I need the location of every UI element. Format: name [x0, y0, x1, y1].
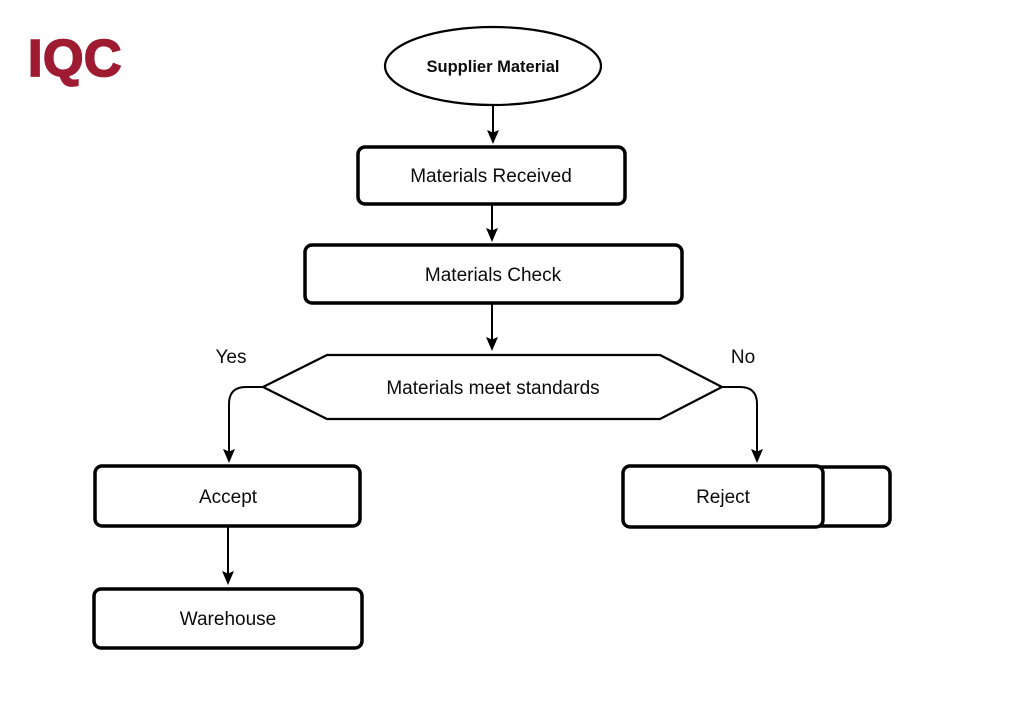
edge-decision-to-accept [223, 386, 263, 463]
materials-received-label: Materials Received [410, 166, 572, 187]
edge-decision-to-reject [722, 386, 763, 463]
node-accept: Accept [93, 464, 362, 528]
materials-check-label: Materials Check [425, 265, 562, 286]
edge-label-yes: Yes [216, 347, 247, 368]
warehouse-label: Warehouse [180, 609, 276, 630]
accept-label: Accept [199, 487, 258, 508]
page-title: IQC [28, 30, 122, 88]
reject-rect [621, 464, 825, 529]
node-decision-materials-meet-standards: Materials meet standards [260, 353, 725, 421]
materials-check-rect [303, 243, 684, 305]
node-warehouse: Warehouse [92, 587, 364, 650]
supplier-material-ellipse [383, 25, 603, 107]
node-materials-received: Materials Received [356, 145, 627, 206]
supplier-material-label: Supplier Material [427, 58, 560, 76]
decision-label: Materials meet standards [386, 378, 599, 399]
accept-rect [93, 464, 362, 528]
edge-label-no: No [731, 347, 755, 368]
node-supplier-material: Supplier Material [383, 25, 603, 107]
warehouse-rect [92, 587, 364, 650]
decision-hexagon [260, 353, 725, 421]
reject-label: Reject [696, 487, 751, 508]
node-materials-check: Materials Check [303, 243, 684, 305]
materials-received-rect [356, 145, 627, 206]
node-reject: Reject [621, 464, 892, 529]
